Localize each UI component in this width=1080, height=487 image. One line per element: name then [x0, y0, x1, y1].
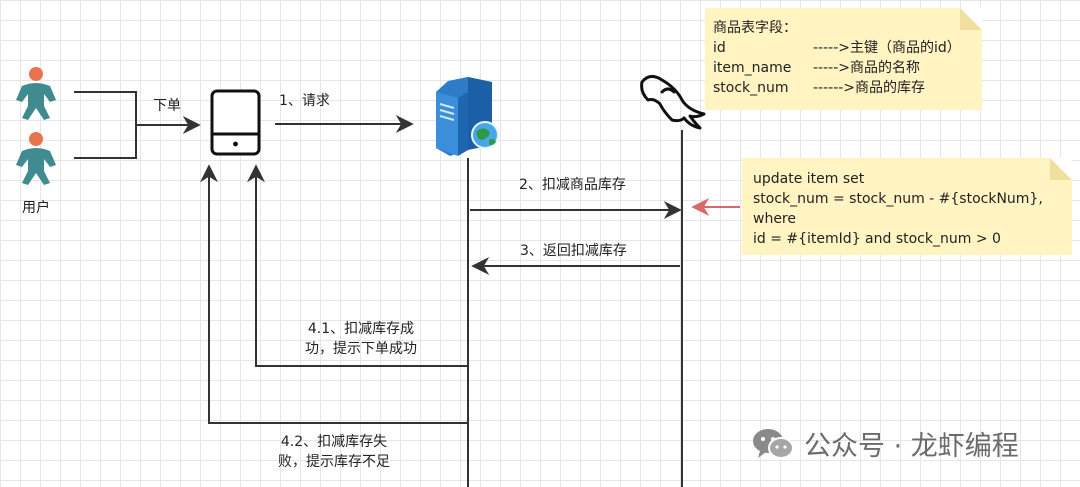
field-name: stock_num — [713, 80, 789, 96]
sql-line: update item set — [753, 171, 865, 187]
wechat-icon — [753, 428, 794, 459]
sql-line: where — [753, 211, 796, 227]
watermark: 公众号 · 龙虾编程 — [752, 424, 1019, 463]
success-label: 4.1、扣减库存成 功，提示下单成功 — [305, 319, 417, 359]
table-fields-title: 商品表字段： — [713, 20, 797, 36]
sql-note: update item set stock_num = stock_num - … — [742, 158, 1072, 255]
field-desc: ----->商品的名称 — [813, 60, 920, 76]
user-icon — [16, 67, 56, 120]
user-icon — [16, 132, 56, 185]
fail-return-line — [200, 164, 468, 424]
fail-label-line2: 败，提示库存不足 — [278, 454, 390, 470]
deduct-label: 2、扣减商品库存 — [519, 177, 626, 193]
tablet-icon — [210, 89, 261, 156]
field-row: id ----->主键（商品的id） — [713, 38, 982, 58]
field-name: id — [713, 40, 726, 56]
return-deduct-label: 3、返回扣减库存 — [520, 243, 627, 259]
table-fields-note: 商品表字段： id ----->主键（商品的id） item_name ----… — [705, 8, 982, 110]
field-row: stock_num ------>商品的库存 — [713, 78, 982, 98]
request-label: 1、请求 — [279, 93, 330, 109]
fail-label: 4.2、扣减库存失 败，提示库存不足 — [278, 432, 390, 472]
order-label: 下单 — [153, 98, 181, 114]
sql-line: stock_num = stock_num - #{stockNum}, — [753, 191, 1043, 207]
user-label: 用户 — [22, 200, 50, 216]
watermark-text: 公众号 · 龙虾编程 — [804, 431, 1019, 462]
mysql-dolphin-icon — [640, 75, 706, 130]
success-label-line1: 4.1、扣减库存成 — [307, 321, 415, 337]
success-label-line2: 功，提示下单成功 — [305, 341, 417, 357]
field-name: item_name — [713, 60, 792, 76]
field-desc: ----->主键（商品的id） — [813, 40, 961, 56]
fail-label-line1: 4.2、扣减库存失 — [280, 434, 388, 450]
field-row: item_name ----->商品的名称 — [713, 58, 982, 78]
sql-line: id = #{itemId} and stock_num > 0 — [753, 231, 1001, 247]
server-icon — [436, 77, 499, 156]
success-return-line — [247, 164, 468, 367]
field-desc: ------>商品的库存 — [813, 80, 926, 96]
order-connector — [74, 91, 201, 159]
